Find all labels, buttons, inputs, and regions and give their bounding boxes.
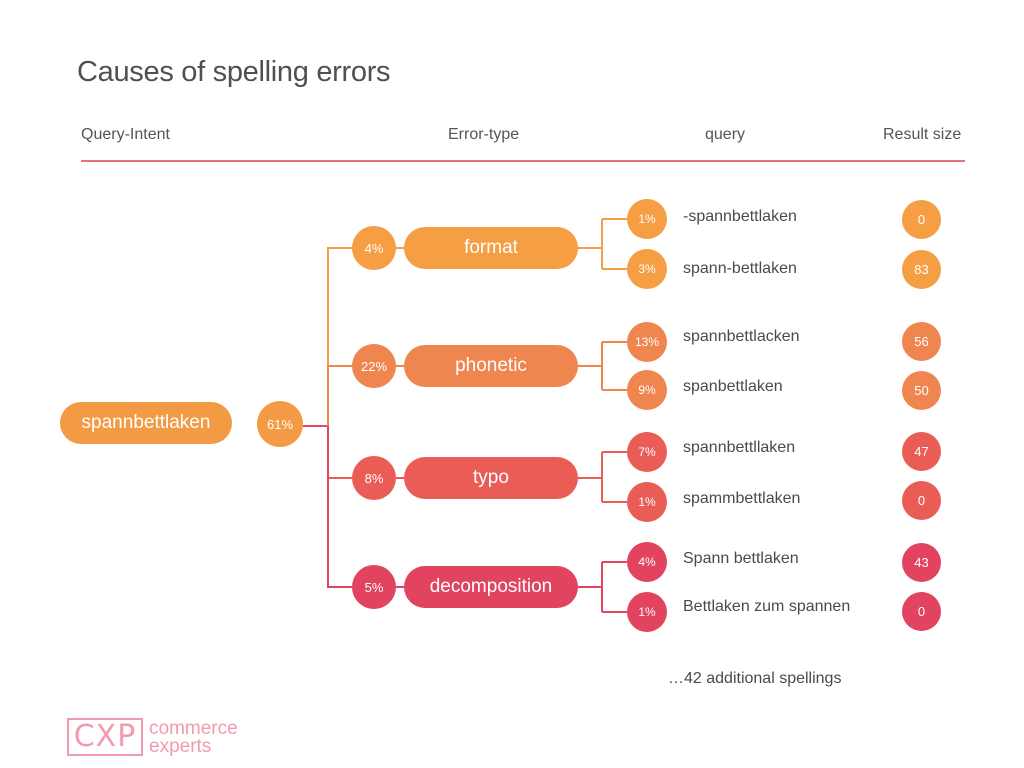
query-text: spanbettlaken (683, 378, 783, 395)
phonetic-share-badge: 22% (352, 344, 396, 388)
query-share-badge: 1% (627, 482, 667, 522)
result-size-badge: 47 (902, 432, 941, 471)
root-query-pill: spannbettlaken (60, 402, 232, 444)
query-share-badge: 4% (627, 542, 667, 582)
result-size-badge: 50 (902, 371, 941, 410)
error-type-phonetic-pill: phonetic (404, 345, 578, 387)
header-divider (81, 160, 965, 162)
error-type-format-pill: format (404, 227, 578, 269)
query-text: spannbettllaken (683, 439, 796, 456)
decomposition-share-badge: 5% (352, 565, 396, 609)
typo-share-badge: 8% (352, 456, 396, 500)
query-share-badge: 13% (627, 322, 667, 362)
connector-trunk-format (327, 247, 352, 426)
error-type-typo-pill: typo (404, 457, 578, 499)
query-text: spannbettlacken (683, 328, 800, 345)
result-size-badge: 0 (902, 592, 941, 631)
logo-word-experts: experts (149, 736, 212, 757)
connector-decomposition-queries (578, 561, 627, 613)
header-error-type: Error-type (448, 126, 520, 143)
result-size-badge: 56 (902, 322, 941, 361)
connector-format-queries (578, 218, 627, 270)
error-type-decomposition-pill: decomposition (404, 566, 578, 608)
additional-spellings-note: …42 additional spellings (668, 670, 842, 687)
query-share-badge: 1% (627, 592, 667, 632)
query-share-badge: 9% (627, 370, 667, 410)
query-text: -spannbettlaken (683, 208, 797, 225)
result-size-badge: 0 (902, 481, 941, 520)
result-size-badge: 43 (902, 543, 941, 582)
connector-trunk-typo (327, 426, 352, 479)
connector-trunk-decomposition (327, 426, 352, 588)
query-share-badge: 1% (627, 199, 667, 239)
query-text: Bettlaken zum spannen (683, 598, 851, 615)
result-size-badge: 0 (902, 200, 941, 239)
query-text: spammbettlaken (683, 490, 801, 507)
connector-trunk-phonetic (327, 365, 352, 426)
query-text: Spann bettlaken (683, 550, 799, 567)
logo-word-commerce: commerce (149, 718, 238, 739)
logo-mark: CXP (67, 718, 143, 756)
query-share-badge: 7% (627, 432, 667, 472)
result-size-badge: 83 (902, 250, 941, 289)
query-text: spann-bettlaken (683, 260, 797, 277)
header-query-intent: Query-Intent (81, 126, 170, 143)
root-share-badge: 61% (257, 401, 303, 447)
page-title: Causes of spelling errors (77, 56, 391, 88)
header-query: query (705, 126, 746, 143)
connector-phonetic-queries (578, 341, 627, 391)
query-share-badge: 3% (627, 249, 667, 289)
header-result-size: Result size (883, 126, 962, 143)
format-share-badge: 4% (352, 226, 396, 270)
connector-typo-queries (578, 451, 627, 503)
